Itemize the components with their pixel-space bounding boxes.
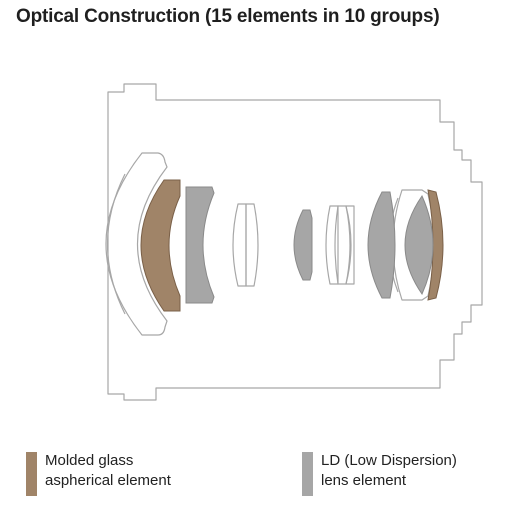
thin-element-1 bbox=[232, 203, 247, 287]
ld-element-1 bbox=[367, 191, 396, 299]
middle-element-1 bbox=[325, 205, 339, 285]
legend-label-ld-line1: LD (Low Dispersion) bbox=[321, 452, 457, 469]
page-title: Optical Construction (15 elements in 10 … bbox=[16, 6, 440, 27]
grey-element-2 bbox=[293, 209, 313, 281]
molded-aspherical-element-front bbox=[140, 179, 181, 312]
molded-aspherical-element-rear bbox=[427, 189, 444, 301]
legend-label-molded-line2: aspherical element bbox=[45, 472, 171, 489]
front-element-inner-curve bbox=[107, 173, 126, 315]
legend-label-ld: LD (Low Dispersion) lens element bbox=[321, 451, 457, 491]
ld-element-2 bbox=[404, 194, 434, 296]
lens-barrel-outline bbox=[107, 83, 483, 401]
thin-element-2 bbox=[245, 203, 259, 287]
grey-element-1 bbox=[185, 186, 215, 304]
middle-element-3 bbox=[345, 205, 355, 285]
legend-swatch-ld bbox=[302, 452, 313, 496]
front-element bbox=[105, 152, 168, 336]
middle-element-2 bbox=[334, 205, 351, 285]
legend-label-ld-line2: lens element bbox=[321, 472, 407, 489]
legend-label-molded-line1: Molded glass bbox=[45, 452, 134, 469]
legend-swatch-molded bbox=[26, 452, 37, 496]
legend-label-molded: Molded glass aspherical element bbox=[45, 451, 171, 491]
